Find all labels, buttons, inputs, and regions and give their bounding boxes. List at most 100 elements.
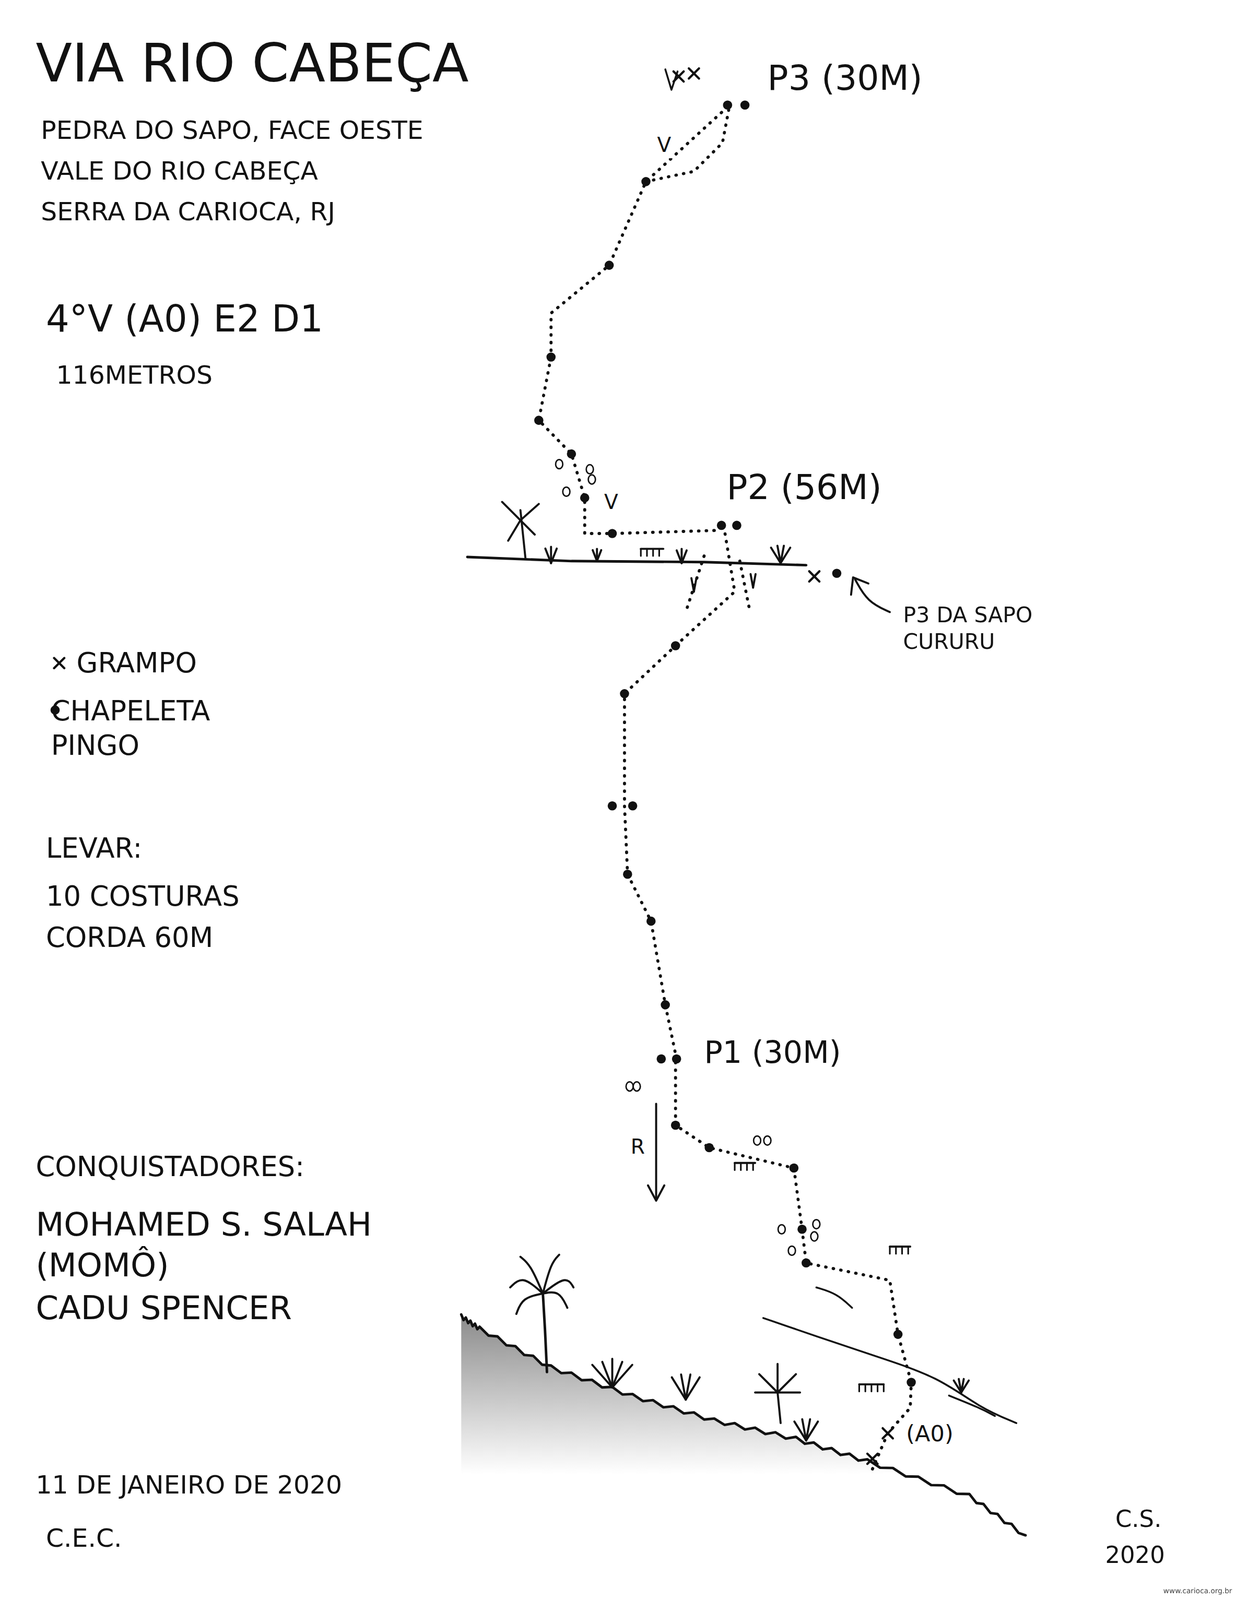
bolt-hanger: [546, 352, 556, 362]
bolt-hanger: [604, 260, 615, 270]
route-line: [645, 104, 730, 182]
bolt-hanger: [580, 493, 590, 503]
roof-symbol: [889, 1245, 911, 1248]
palm-frond: [516, 1293, 544, 1315]
roof-symbol: [864, 1384, 867, 1393]
hold-circle: [626, 1081, 634, 1092]
hold-circle: [562, 487, 571, 497]
roof-symbol: [652, 548, 654, 557]
note-text: P3 DA SAPO CURURU: [902, 602, 1056, 656]
hold-circle: [555, 459, 563, 469]
roof-symbol: [640, 548, 642, 557]
bolt-hanger: [740, 100, 750, 110]
bolt-hanger: [567, 449, 577, 459]
roof-symbol: [734, 1162, 756, 1165]
route-mark: R: [628, 1134, 647, 1161]
bolt-hanger: [893, 1329, 903, 1340]
hold-circle: [753, 1136, 761, 1146]
roof-symbol: [876, 1384, 879, 1393]
hold-circle: [788, 1246, 796, 1256]
bolt-hanger: [672, 1054, 682, 1065]
palm-frond: [520, 1257, 544, 1294]
roof-symbol: [858, 1384, 861, 1393]
note-text: CORDA 60M: [45, 920, 214, 956]
bolt-hanger: [628, 801, 638, 811]
route-line: [624, 530, 735, 1059]
bolt-grampo: [867, 1454, 878, 1465]
anchor-mark: [665, 69, 678, 90]
bolt-grampo: [882, 1428, 893, 1440]
hold-circle: [586, 464, 594, 475]
plant-leaf: [777, 1392, 800, 1395]
roof-symbol: [733, 1163, 736, 1171]
note-text: CADU SPENCER: [35, 1287, 292, 1329]
bolt-hanger: [670, 641, 681, 651]
route-line: [739, 561, 751, 613]
plant-leaf: [961, 1380, 969, 1393]
palm-trunk: [543, 1293, 548, 1373]
bolt-grampo: [54, 657, 65, 669]
bolt-hanger: [732, 521, 742, 531]
belay-label: P3 (30M): [767, 55, 923, 100]
bolt-grampo: [809, 571, 820, 582]
note-text: www.carioca.org.br: [1163, 1587, 1233, 1597]
legend-text: GRAMPO: [76, 645, 197, 681]
bolt-grampo: [882, 1428, 893, 1440]
note-text: 10 COSTURAS: [45, 879, 240, 915]
rock-edge: [816, 1287, 852, 1309]
hold-circle: [763, 1136, 772, 1146]
plant-leaf: [592, 1364, 612, 1388]
route-line: [538, 104, 730, 534]
rock-edge: [948, 1395, 995, 1417]
plant-leaf: [776, 1364, 779, 1394]
roof-symbol: [895, 1246, 897, 1255]
bolt-grampo: [688, 68, 700, 79]
roof-symbol: [882, 1384, 885, 1393]
plant-leaf: [806, 1421, 819, 1441]
roof-symbol: [746, 1163, 748, 1171]
bolt-hanger: [723, 100, 733, 110]
plant-leaf: [602, 1362, 612, 1388]
note-text: 11 DE JANEIRO DE 2020: [35, 1469, 343, 1502]
rappel-line: [655, 1103, 658, 1199]
plant-leaf: [612, 1362, 623, 1388]
bolt-hanger: [646, 916, 656, 927]
note-text: C.E.C.: [45, 1522, 123, 1555]
bolt-hanger: [656, 1054, 667, 1065]
plant-leaf: [755, 1392, 778, 1395]
bolt-grampo: [54, 657, 65, 669]
bolt-hanger: [622, 869, 633, 880]
plant-leaf: [777, 1374, 796, 1393]
bolt-hanger: [660, 1000, 670, 1010]
bolt-hanger: [704, 1143, 714, 1153]
bolt-hanger: [607, 528, 618, 539]
hold-circle: [810, 1232, 819, 1242]
roof-symbol: [645, 548, 648, 557]
route-mark: V: [655, 132, 674, 159]
roof-symbol: [870, 1384, 873, 1393]
note-text: CONQUISTADORES:: [35, 1149, 305, 1185]
tree-branch: [520, 503, 539, 521]
route-line: [685, 556, 704, 612]
bolt-hanger: [801, 1258, 811, 1269]
route-line: [675, 1058, 912, 1470]
bolt-hanger: [619, 689, 630, 699]
plant-leaf: [685, 1377, 700, 1400]
bolt-grampo: [809, 571, 820, 582]
pointer-head: [851, 577, 869, 595]
belay-label: P1 (30M): [703, 1033, 841, 1073]
pointer-line: [855, 579, 890, 613]
hold-circle: [633, 1081, 641, 1092]
tree-branch: [520, 520, 535, 535]
route-mark: (A0): [903, 1420, 956, 1449]
note-text: LEVAR:: [45, 831, 143, 867]
bolt-hanger: [607, 801, 618, 811]
plant-leaf: [780, 547, 791, 564]
hold-circle: [588, 475, 596, 485]
plant-leaf: [680, 1374, 686, 1400]
hold-circle: [778, 1225, 786, 1235]
bolt-hanger: [534, 415, 544, 426]
bolt-hanger: [906, 1378, 916, 1388]
plant-leaf: [759, 1374, 778, 1393]
